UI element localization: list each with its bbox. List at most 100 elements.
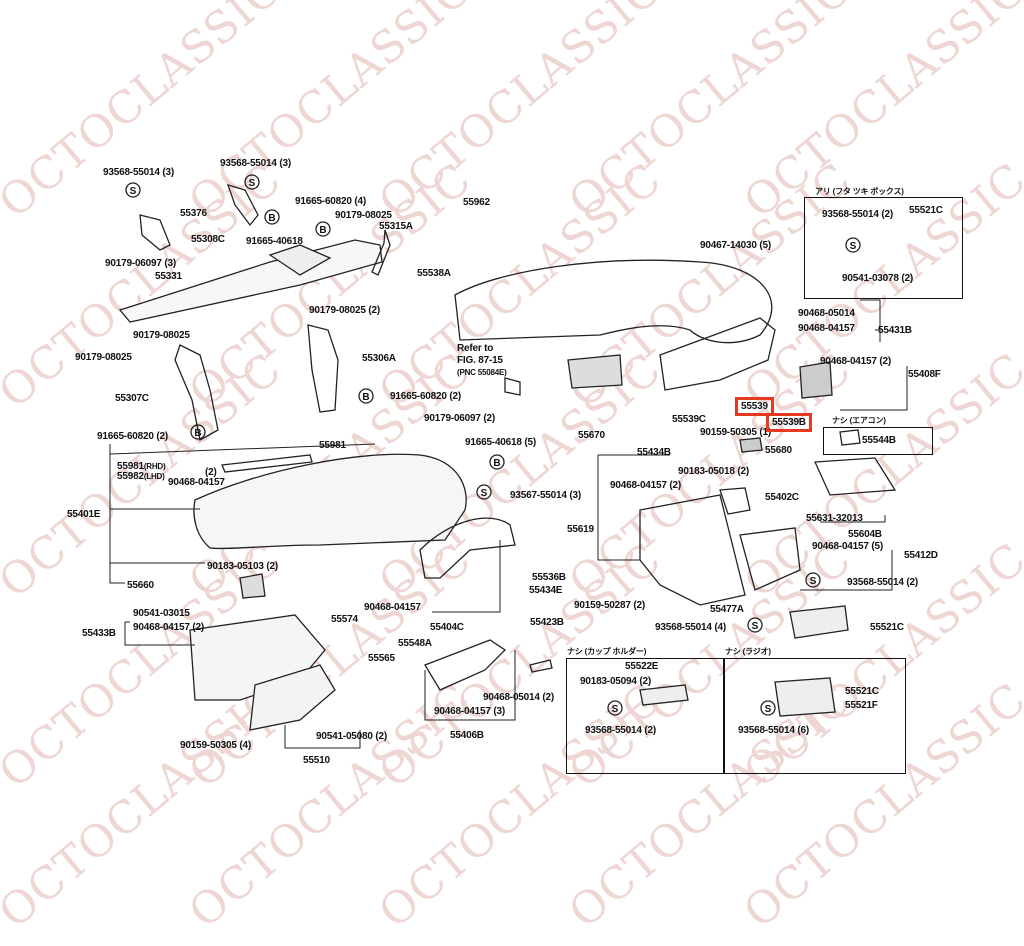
part-label[interactable]: 90467-14030 (5) bbox=[700, 240, 771, 251]
defroster-nozzle bbox=[221, 454, 313, 473]
part-label[interactable]: 55315A bbox=[379, 221, 413, 232]
part-label[interactable]: 90179-08025 bbox=[335, 210, 392, 221]
part-label[interactable]: 90183-05094 (2) bbox=[580, 676, 651, 687]
screw-symbol-icon: S bbox=[805, 572, 821, 588]
part-label[interactable]: 55604B bbox=[848, 529, 882, 540]
part-label[interactable]: 55404C bbox=[430, 622, 464, 633]
part-label[interactable]: 90159-50305 (1) bbox=[700, 427, 771, 438]
part-label[interactable]: 55521C bbox=[909, 205, 943, 216]
part-label[interactable]: 55680 bbox=[765, 445, 792, 456]
part-label[interactable]: 91665-60820 (4) bbox=[295, 196, 366, 207]
part-label[interactable]: 91665-60820 (2) bbox=[97, 431, 168, 442]
part-label[interactable]: 55619 bbox=[567, 524, 594, 535]
part-label[interactable]: 90179-08025 (2) bbox=[309, 305, 380, 316]
part-label[interactable]: 55431B bbox=[878, 325, 912, 336]
bolt-symbol-icon: B bbox=[358, 388, 374, 404]
part-label[interactable]: 90468-05014 bbox=[798, 308, 855, 319]
part-label[interactable]: 55307C bbox=[115, 393, 149, 404]
part-label[interactable]: 90468-04157 (5) bbox=[812, 541, 883, 552]
lhd-tag: (LHD) bbox=[143, 472, 165, 481]
part-label[interactable]: 55548A bbox=[398, 638, 432, 649]
part-label[interactable]: 55306A bbox=[362, 353, 396, 364]
part-label[interactable]: 93568-55014 (4) bbox=[655, 622, 726, 633]
part-label[interactable]: 55408F bbox=[908, 369, 941, 380]
part-label[interactable]: 93568-55014 (3) bbox=[220, 158, 291, 169]
part-label[interactable]: 55510 bbox=[303, 755, 330, 766]
part-label[interactable]: 90183-05103 (2) bbox=[207, 561, 278, 572]
part-label[interactable]: 93567-55014 (3) bbox=[510, 490, 581, 501]
part-label[interactable]: 55402C bbox=[765, 492, 799, 503]
part-label[interactable]: 55962 bbox=[463, 197, 490, 208]
highlighted-part-label[interactable]: 55539B bbox=[766, 413, 812, 432]
part-label[interactable]: 90159-50305 (4) bbox=[180, 740, 251, 751]
part-label[interactable]: 55544B bbox=[862, 435, 896, 446]
part-label[interactable]: 90468-04157 (2) bbox=[820, 356, 891, 367]
part-label[interactable]: 90468-04157 (2) bbox=[133, 622, 204, 633]
part-label[interactable]: 55670 bbox=[578, 430, 605, 441]
option-heading: ナシ (カップ ホルダー) bbox=[567, 647, 647, 656]
part-label[interactable]: 55331 bbox=[155, 271, 182, 282]
part-label[interactable]: 90468-05014 (2) bbox=[483, 692, 554, 703]
part-label[interactable]: 55308C bbox=[191, 234, 225, 245]
part-label[interactable]: 93568-55014 (3) bbox=[103, 167, 174, 178]
grille-55408f bbox=[799, 361, 833, 399]
part-label[interactable]: 55423B bbox=[530, 617, 564, 628]
part-label[interactable]: 55574 bbox=[331, 614, 358, 625]
refer-note: Refer to bbox=[457, 343, 494, 354]
bracket-55376 bbox=[226, 184, 259, 227]
leader-lines bbox=[109, 299, 908, 749]
part-label[interactable]: 55406B bbox=[450, 730, 484, 741]
part-label[interactable]: 55981 bbox=[319, 440, 346, 451]
part-label[interactable]: 93568-55014 (2) bbox=[822, 209, 893, 220]
part-label[interactable]: 55538A bbox=[417, 268, 451, 279]
highlighted-part-label[interactable]: 55539 bbox=[735, 397, 774, 416]
part-label[interactable]: 90183-05018 (2) bbox=[678, 466, 749, 477]
part-label[interactable]: 55565 bbox=[368, 653, 395, 664]
part-label[interactable]: 91665-40618 (5) bbox=[465, 437, 536, 448]
bezel-55680 bbox=[739, 437, 763, 453]
part-label[interactable]: 90179-08025 bbox=[133, 330, 190, 341]
instrument-panel-55401e bbox=[193, 453, 467, 550]
screw-symbol-icon: S bbox=[244, 174, 260, 190]
part-label[interactable]: 90159-50287 (2) bbox=[574, 600, 645, 611]
part-label[interactable]: 90468-04157 bbox=[798, 323, 855, 334]
part-label[interactable]: 55434E bbox=[529, 585, 563, 596]
cluster-hood-55404c bbox=[419, 517, 516, 579]
part-label[interactable]: 55376 bbox=[180, 208, 207, 219]
part-label[interactable]: 93568-55014 (6) bbox=[738, 725, 809, 736]
refer-figure-link[interactable]: FIG. 87-15 bbox=[457, 355, 503, 366]
part-label[interactable]: 90468-04157 (2) bbox=[610, 480, 681, 491]
part-label[interactable]: 55539C bbox=[672, 414, 706, 425]
part-label[interactable]: 91665-40618 bbox=[246, 236, 303, 247]
part-label[interactable]: 93568-55014 (2) bbox=[847, 577, 918, 588]
bracket-55308c bbox=[139, 214, 171, 251]
bolt-symbol-icon: B bbox=[264, 209, 280, 225]
part-label[interactable]: 90179-06097 (2) bbox=[424, 413, 495, 424]
part-label[interactable]: 90468-04157 (3) bbox=[434, 706, 505, 717]
part-label[interactable]: 55981(RHD) bbox=[117, 461, 166, 472]
part-label[interactable]: 55521C bbox=[845, 686, 879, 697]
part-label[interactable]: 55522E bbox=[625, 661, 659, 672]
part-label[interactable]: 90541-03015 bbox=[133, 608, 190, 619]
part-label[interactable]: 93568-55014 (2) bbox=[585, 725, 656, 736]
part-label[interactable]: 90468-04157 bbox=[168, 477, 225, 488]
part-label[interactable]: 55477A bbox=[710, 604, 744, 615]
part-label[interactable]: 55536B bbox=[532, 572, 566, 583]
part-label[interactable]: 55660 bbox=[127, 580, 154, 591]
part-label[interactable]: 55521F bbox=[845, 700, 878, 711]
part-label[interactable]: 55982(LHD) bbox=[117, 471, 165, 482]
part-label[interactable]: 55433B bbox=[82, 628, 116, 639]
part-label[interactable]: 55521C bbox=[870, 622, 904, 633]
part-label[interactable]: 90179-08025 bbox=[75, 352, 132, 363]
part-label[interactable]: 55434B bbox=[637, 447, 671, 458]
part-label[interactable]: 91665-60820 (2) bbox=[390, 391, 461, 402]
part-label[interactable]: 55412D bbox=[904, 550, 938, 561]
part-label[interactable]: 90541-03078 (2) bbox=[842, 273, 913, 284]
part-label[interactable]: 55401E bbox=[67, 509, 101, 520]
part-label[interactable]: 90468-04157 bbox=[364, 602, 421, 613]
part-label[interactable]: 90179-06097 (3) bbox=[105, 258, 176, 269]
bracket-55307c bbox=[174, 344, 219, 442]
part-label[interactable]: 90541-05080 (2) bbox=[316, 731, 387, 742]
box-55521c bbox=[789, 605, 849, 639]
part-label[interactable]: 55631-32013 bbox=[806, 513, 863, 524]
